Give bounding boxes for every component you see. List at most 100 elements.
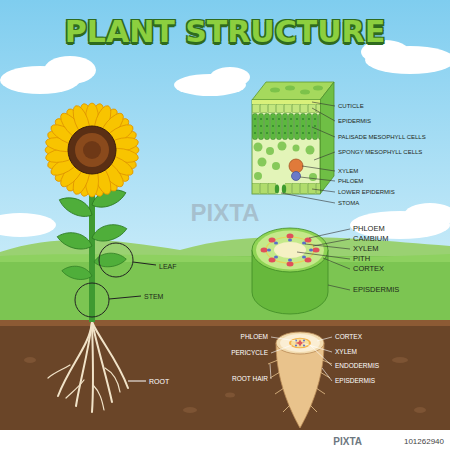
- stem-cross-section: [256, 231, 324, 270]
- sunflower-roots: [48, 322, 128, 412]
- leaf-cross-section: [272, 162, 280, 170]
- soil: [0, 320, 450, 326]
- watermark: PIXTA: [191, 201, 260, 225]
- part-label: PALISADE MESOPHYLL CELLS: [338, 134, 426, 140]
- root-leaders: [271, 337, 296, 341]
- stem-cross-section: [313, 248, 320, 253]
- soil: [24, 357, 36, 363]
- leaf-leaders: [302, 166, 335, 171]
- clouds: [210, 67, 250, 87]
- leaf-cross-section: [254, 143, 263, 152]
- magnify-circles: [75, 283, 109, 317]
- stem-cross-section: [266, 237, 314, 263]
- watermark: 101262940: [404, 438, 444, 446]
- sunflower-roots: [105, 368, 120, 392]
- part-label: EPISDERMIS: [335, 378, 375, 385]
- part-label: ENDODERMIS: [335, 363, 379, 370]
- sunflower-roots: [66, 380, 84, 398]
- leaf-cross-section: [306, 146, 315, 155]
- sunflower-leaves: [93, 252, 126, 268]
- root-cross-section: [275, 388, 284, 394]
- grass: [0, 254, 450, 262]
- leaf-cross-section: [320, 82, 334, 194]
- part-label: XYLEM: [353, 245, 378, 253]
- stem-leaders: [309, 229, 350, 238]
- bottom-strip: [0, 430, 450, 453]
- magnify-circles: [75, 243, 156, 381]
- part-label: CORTEX: [335, 334, 362, 341]
- part-label: EPIDERMIS: [338, 118, 371, 124]
- leaf-cross-section: [309, 173, 317, 181]
- clouds: [44, 56, 96, 84]
- sunflower-head: [75, 133, 109, 167]
- sunflower-roots: [92, 322, 93, 412]
- part-label: PHLOEM: [241, 334, 268, 341]
- stem-cross-section: [287, 262, 294, 267]
- stem-leaders: [328, 285, 350, 290]
- root-cross-section: [316, 388, 325, 394]
- root-leaders: [270, 364, 271, 379]
- stem-cross-section: [261, 248, 268, 253]
- part-label: STEM: [144, 293, 163, 300]
- root-cross-section: [280, 334, 320, 352]
- stem-leaders: [313, 239, 350, 246]
- leaf-cross-section: [252, 113, 320, 140]
- part-label: CUTICLE: [338, 103, 364, 109]
- root-cross-section: [291, 339, 309, 347]
- sunflower-roots: [48, 365, 70, 378]
- stem-leaders: [297, 229, 350, 290]
- soil: [0, 320, 450, 430]
- soil: [225, 393, 235, 398]
- bottom-strip: [0, 430, 450, 453]
- sunflower-leaves: [90, 221, 129, 245]
- root-leaders: [271, 345, 292, 353]
- sunflower-roots: [92, 322, 112, 402]
- root-cross-section: [295, 340, 305, 347]
- leaf-cross-section: [252, 104, 320, 113]
- sky: [0, 0, 450, 330]
- part-label: LEAF: [159, 263, 177, 270]
- root-cross-section: [303, 345, 305, 347]
- stem-cross-section: [267, 238, 313, 261]
- part-label: PERICYCLE: [231, 350, 268, 357]
- leaf-cross-section: [313, 86, 323, 91]
- leaf-leaders: [312, 108, 335, 121]
- stem-cross-section: [288, 258, 292, 261]
- leaf-leaders: [312, 189, 335, 192]
- leaf-cross-section: [258, 158, 267, 167]
- leaf-cross-section: [293, 145, 300, 152]
- soil: [0, 322, 450, 430]
- leaf-cross-section: [300, 90, 310, 95]
- stem-cross-section: [252, 228, 328, 314]
- leaf-cross-section: [289, 159, 303, 173]
- stem-cross-section: [309, 248, 313, 251]
- sunflower-head: [45, 103, 140, 198]
- leaf-leaders: [281, 102, 335, 203]
- leaf-cross-section: [266, 147, 274, 155]
- clouds: [0, 213, 56, 237]
- leaf-cross-section: [252, 100, 320, 194]
- root-cross-section: [310, 405, 317, 412]
- leaf-cross-section: [252, 100, 320, 104]
- root-leaders: [302, 343, 332, 352]
- root-cross-section: [276, 332, 324, 354]
- part-label: LOWER EPIDERMIS: [338, 189, 395, 195]
- part-label: SPONGY MESOPHYLL CELLS: [338, 149, 422, 155]
- stem-cross-section: [252, 228, 328, 272]
- title: PLANT STRUCTURE: [65, 17, 385, 47]
- sunflower-roots: [92, 322, 128, 388]
- sunflower-roots: [93, 385, 104, 410]
- root-cross-section: [276, 343, 324, 428]
- part-label: STOMA: [338, 200, 359, 206]
- grass: [0, 254, 450, 324]
- stem-cross-section: [305, 238, 312, 243]
- magnify-circles: [109, 296, 141, 299]
- sunflower-roots: [58, 322, 92, 396]
- sunflower-leaves: [61, 264, 93, 282]
- leaf-leaders: [314, 152, 335, 160]
- stem-cross-section: [274, 242, 306, 258]
- stem-cross-section: [302, 255, 306, 258]
- leaf-cross-section: [292, 172, 301, 181]
- sunflower-leaves: [57, 192, 96, 221]
- leaf-cross-section: [282, 185, 286, 194]
